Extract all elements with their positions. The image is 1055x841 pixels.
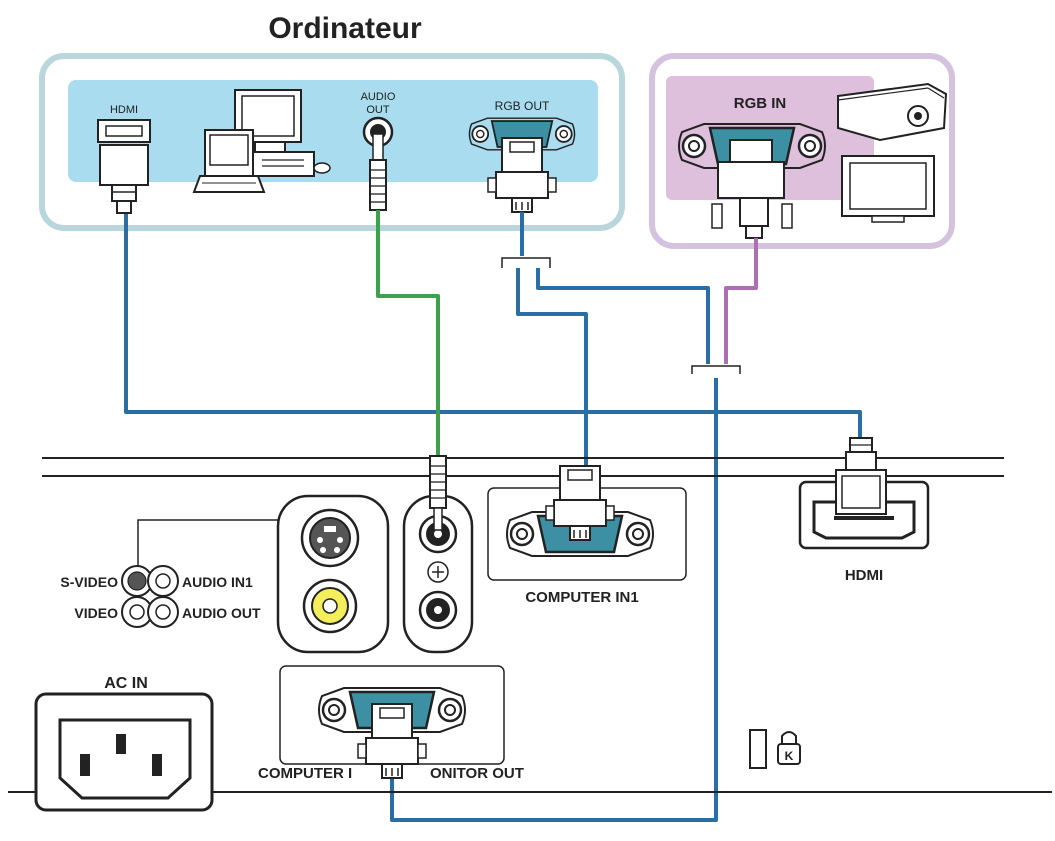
computer-in1-label: COMPUTER IN1 <box>525 589 638 606</box>
computer-rgb-out-label: RGB OUT <box>495 99 550 113</box>
ac-in-socket <box>34 692 214 812</box>
monitor-icon <box>841 155 935 223</box>
computer-panel <box>68 80 598 182</box>
video-label: VIDEO <box>74 605 118 621</box>
computer-audio-plug <box>362 116 394 211</box>
cable-hdmi <box>124 214 862 442</box>
av-block <box>276 494 474 654</box>
monitor-rgb-in-plug <box>711 139 793 239</box>
audio-in1-label: AUDIO IN1 <box>182 574 253 590</box>
computer-icon <box>192 89 331 193</box>
computer-in2-label-right: ONITOR OUT <box>430 765 524 782</box>
monitor-rgb-in-label: RGB IN <box>734 95 787 112</box>
projector-audio-plug <box>429 455 447 531</box>
ac-in-label: AC IN <box>104 675 148 692</box>
cable-audio <box>376 210 440 456</box>
cable-splitters <box>501 257 741 374</box>
cable-monitor-out <box>390 378 718 822</box>
cable-monitor-in <box>724 238 758 364</box>
computer-in2-label-left: COMPUTER I <box>258 765 352 782</box>
kensington-lock-icon: K <box>749 729 801 769</box>
port-legend <box>121 519 278 628</box>
computer-audio-out-label-1: AUDIO <box>361 91 396 103</box>
svg-text:K: K <box>785 749 794 763</box>
projector-icon <box>837 82 948 142</box>
computer-audio-out-label-2: OUT <box>366 104 390 116</box>
audio-out-label: AUDIO OUT <box>182 605 261 621</box>
cable-computer-in1 <box>516 268 588 466</box>
cable-to-split2 <box>536 268 710 364</box>
projector-hdmi-label: HDMI <box>845 567 883 584</box>
projector-hdmi-plug <box>835 437 887 515</box>
cables <box>124 210 862 822</box>
computer-hdmi-plug <box>97 119 151 214</box>
s-video-label: S-VIDEO <box>60 574 118 590</box>
computer-hdmi-label: HDMI <box>110 104 138 116</box>
computer-title: Ordinateur <box>268 12 422 45</box>
